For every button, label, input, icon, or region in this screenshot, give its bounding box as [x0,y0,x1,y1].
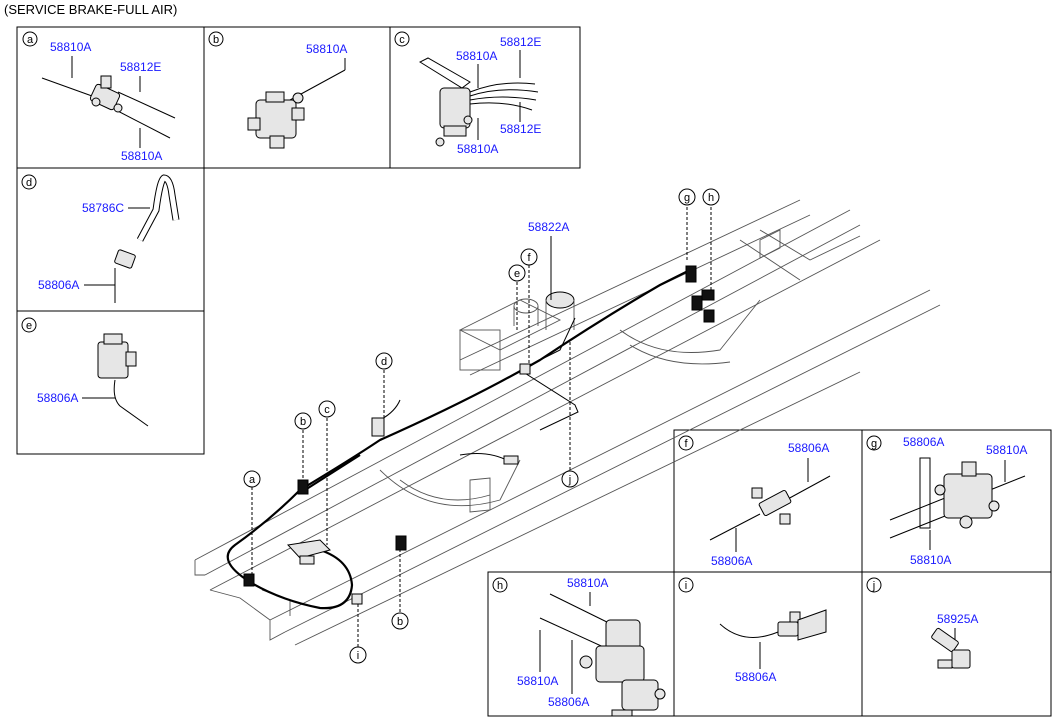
panel-a-part-2: 58812E [120,60,161,74]
panel-j-letter: j [872,580,875,592]
callout-g: g [684,192,690,204]
panel-g-part-2: 58810A [986,443,1027,457]
chassis-frame [194,199,941,646]
panel-g-valve [934,461,1000,529]
panel-a-letter: a [27,34,34,46]
panel-b-part-1: 58810A [306,42,347,56]
callout-c: c [324,404,330,416]
panel-d-part-2: 58806A [38,278,79,292]
main-callouts: 58822A g h f e d b c a j b i [243,188,720,664]
panel-c-part-4: 58810A [457,142,498,156]
panel-g-part-1: 58806A [903,435,944,449]
callout-part-58822A: 58822A [528,220,569,234]
panel-f-part-2: 58806A [711,554,752,568]
panel-c-part-2: 58810A [456,49,497,63]
panel-a-valve [89,75,123,113]
callout-b-lower: b [397,616,403,628]
callout-f: f [527,252,531,264]
panel-c-letter: c [399,34,405,46]
panel-d-part-1: 58786C [82,201,124,215]
panel-d-letter: d [26,177,32,189]
panel-i-part-1: 58806A [735,670,776,684]
panel-i: i 58806A [678,577,827,684]
panel-i-fitting [777,609,827,641]
callout-d: d [381,356,387,368]
callout-e: e [514,268,520,280]
callout-h: h [708,192,714,204]
diagram-title: (SERVICE BRAKE-FULL AIR) [4,2,178,17]
panel-a-part-3: 58810A [121,149,162,163]
panel-c-part-3: 58812E [500,122,541,136]
panel-a: a 58810A 58812E 58810A [22,31,176,163]
panel-c-valve [435,87,473,147]
frame-components [243,265,715,605]
panel-d: d 58786C 58806A [21,174,180,303]
callout-b-upper: b [300,416,306,428]
panel-boxes [16,26,1052,717]
panel-b-letter: b [213,34,219,46]
panel-h-part-3: 58806A [548,695,589,709]
panel-c: c 58812E 58810A 58812E 58810A [394,31,541,156]
panel-i-letter: i [685,580,687,592]
panel-a-part-1: 58810A [50,40,91,54]
panel-h-valve [579,619,666,717]
panel-b: b 58810A [208,31,347,149]
panel-a-marker [22,31,38,47]
panel-b-valve [247,91,305,149]
panel-j-connector [931,627,971,669]
panel-e-letter: e [26,320,32,332]
panel-f: f 58806A 58806A [678,435,831,568]
panel-e: e 58806A [21,317,149,427]
panel-f-letter: f [684,438,688,450]
panel-e-part-1: 58806A [37,391,78,405]
panel-g-letter: g [871,438,877,450]
callout-j: j [568,474,571,486]
callout-a: a [249,474,256,486]
panel-c-part-1: 58812E [500,35,541,49]
panel-g: g 58806A 58810A 58810A [866,435,1027,567]
panel-f-part-1: 58806A [788,441,829,455]
panel-e-valve [97,333,137,379]
panel-h-part-2: 58810A [517,674,558,688]
panel-g-part-3: 58810A [910,553,951,567]
callout-i: i [357,650,359,662]
panel-h-letter: h [497,580,503,592]
panel-j: j 58925A [866,577,978,669]
panel-h: h 58810A 58810A 58806A [492,576,666,717]
callout-leaders [251,207,712,647]
panel-j-part-1: 58925A [937,612,978,626]
panel-h-part-1: 58810A [567,576,608,590]
panel-f-fitting [751,487,792,525]
